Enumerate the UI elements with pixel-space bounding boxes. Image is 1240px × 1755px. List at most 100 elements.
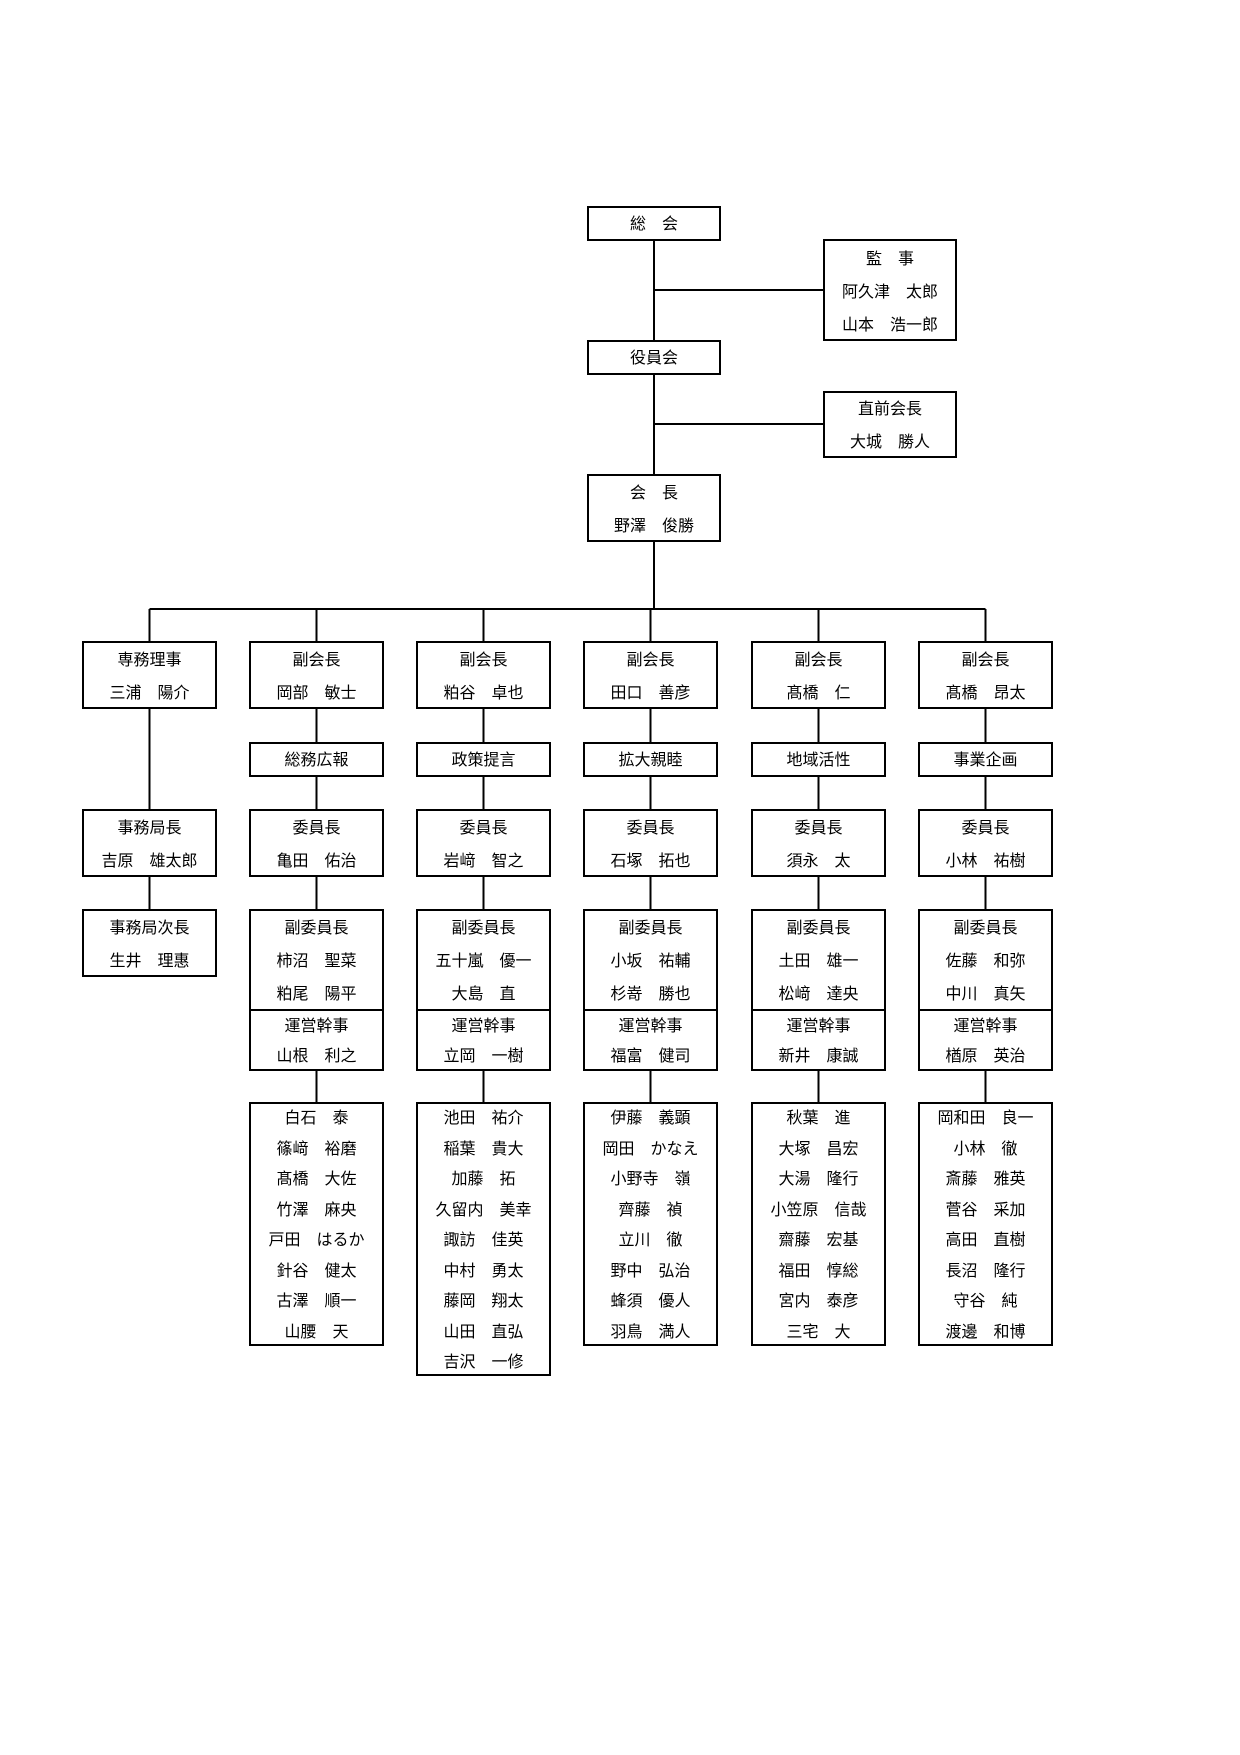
chair-title: 委員長 [292,818,341,837]
chair-box: 委員長 岩﨑 智之 [416,809,551,877]
vice-president-title: 副会長 [459,650,508,669]
manager-name: 新井 康誠 [778,1046,859,1065]
committee-name: 拡大親睦 [618,750,683,769]
member-name: 小林 徹 [953,1138,1018,1158]
vice-chair-box: 副委員長 五十嵐 優一 大島 直 [416,909,551,1011]
office-deputy-name: 生井 理惠 [109,951,190,970]
vice-president-box: 副会長 髙橋 昂太 [918,641,1053,709]
member-name: 宮内 泰彦 [778,1291,859,1310]
member-name: 戸田 はるか [268,1230,365,1249]
office-chief-box: 事務局長 吉原 雄太郎 [82,809,217,877]
vice-chair-name: 粕尾 陽平 [276,984,357,1003]
manager-title: 運営幹事 [451,1016,516,1035]
vice-president-title: 副会長 [961,650,1010,669]
chair-box: 委員長 小林 祐樹 [918,809,1053,877]
manager-name: 山根 利之 [276,1046,357,1065]
vice-chair-box: 副委員長 土田 雄一 松﨑 達央 [751,909,886,1011]
member-name: 秋葉 進 [786,1108,851,1127]
vice-chair-name: 小坂 祐輔 [610,951,691,970]
committee-box: 拡大親睦 [583,742,718,777]
office-deputy-title: 事務局次長 [109,918,190,937]
auditor-title: 監 事 [865,249,914,268]
general-assembly-box: 総 会 [587,206,721,241]
manager-title: 運営幹事 [786,1016,851,1035]
member-name: 藤岡 翔太 [443,1291,524,1310]
vice-president-name: 粕谷 卓也 [443,683,524,702]
vice-president-title: 副会長 [626,650,675,669]
executive-director-name: 三浦 陽介 [109,683,190,702]
chair-box: 委員長 石塚 拓也 [583,809,718,877]
vice-chair-name: 中川 真矢 [945,984,1026,1003]
chair-name: 小林 祐樹 [945,851,1026,870]
chair-name: 亀田 佑治 [276,851,357,870]
committee-name: 政策提言 [451,750,516,769]
member-name: 竹澤 麻央 [276,1199,357,1219]
vice-chair-box: 副委員長 柿沼 聖菜 粕尾 陽平 [249,909,384,1011]
members-box: 秋葉 進 大塚 昌宏 大湯 隆行 小笠原 信哉 齋藤 宏基 福田 惇総 宮内 泰… [751,1102,886,1346]
member-name: 齋藤 宏基 [778,1230,859,1249]
vice-president-box: 副会長 髙橋 仁 [751,641,886,709]
member-name: 菅谷 采加 [945,1199,1026,1219]
manager-name: 楢原 英治 [945,1046,1026,1065]
vice-president-title: 副会長 [794,650,843,669]
past-president-title: 直前会長 [857,399,922,418]
member-name: 立川 徹 [618,1230,683,1249]
office-deputy-box: 事務局次長 生井 理惠 [82,909,217,977]
executive-director-box: 専務理事 三浦 陽介 [82,641,217,709]
committee-box: 総務広報 [249,742,384,777]
member-name: 長沼 隆行 [945,1260,1026,1280]
vice-chair-title: 副委員長 [618,918,683,937]
manager-box: 運営幹事 新井 康誠 [751,1009,886,1071]
member-name: 諏訪 佳英 [443,1230,524,1249]
member-name: 高田 直樹 [945,1230,1026,1249]
auditor-name: 阿久津 太郎 [841,282,938,301]
vice-president-box: 副会長 岡部 敏士 [249,641,384,709]
member-name: 山田 直弘 [443,1321,524,1341]
board-box: 役員会 [587,340,721,375]
manager-box: 運営幹事 立岡 一樹 [416,1009,551,1071]
vice-president-name: 田口 善彦 [610,683,691,702]
vice-president-title: 副会長 [292,650,341,669]
members-box: 伊藤 義顕 岡田 かなえ 小野寺 嶺 齊藤 禎 立川 徹 野中 弘治 蜂須 優人… [583,1102,718,1346]
past-president-box: 直前会長 大城 勝人 [823,391,957,458]
member-name: 古澤 順一 [276,1291,357,1310]
vice-chair-title: 副委員長 [953,918,1018,937]
chair-box: 委員長 須永 太 [751,809,886,877]
manager-name: 福富 健司 [610,1046,691,1065]
chair-name: 須永 太 [786,851,851,870]
members-box: 白石 泰 篠﨑 裕磨 髙橋 大佐 竹澤 麻央 戸田 はるか 針谷 健太 古澤 順… [249,1102,384,1346]
auditor-name: 山本 浩一郎 [841,315,938,334]
member-name: 大湯 隆行 [778,1169,859,1188]
office-chief-name: 吉原 雄太郎 [101,851,198,870]
member-name: 白石 泰 [284,1108,349,1127]
vice-chair-name: 佐藤 和弥 [945,951,1026,970]
manager-box: 運営幹事 楢原 英治 [918,1009,1053,1071]
member-name: 伊藤 義顕 [610,1108,691,1127]
committee-box: 事業企画 [918,742,1053,777]
board-label: 役員会 [629,348,678,367]
member-name: 山腰 天 [284,1321,349,1341]
member-name: 羽鳥 満人 [610,1321,691,1341]
member-name: 三宅 大 [786,1321,851,1341]
members-box: 岡和田 良一 小林 徹 斎藤 雅英 菅谷 采加 高田 直樹 長沼 隆行 守谷 純… [918,1102,1053,1346]
vice-president-name: 髙橋 仁 [786,683,851,702]
vice-chair-name: 五十嵐 優一 [435,951,532,970]
past-president-name: 大城 勝人 [849,432,930,451]
member-name: 稲葉 貴大 [443,1138,524,1158]
vice-chair-name: 土田 雄一 [778,951,859,970]
vice-president-name: 岡部 敏士 [276,683,357,702]
manager-title: 運営幹事 [618,1016,683,1035]
president-box: 会 長 野澤 俊勝 [587,474,721,542]
president-name: 野澤 俊勝 [613,516,694,535]
committee-box: 政策提言 [416,742,551,777]
chair-title: 委員長 [626,818,675,837]
chair-name: 石塚 拓也 [610,851,691,870]
member-name: 吉沢 一修 [443,1352,524,1371]
vice-chair-name: 柿沼 聖菜 [276,951,357,970]
member-name: 渡邊 和博 [945,1321,1026,1341]
office-chief-title: 事務局長 [117,818,182,837]
member-name: 大塚 昌宏 [778,1138,859,1158]
member-name: 髙橋 大佐 [276,1169,357,1188]
member-name: 岡田 かなえ [602,1138,699,1158]
chair-title: 委員長 [794,818,843,837]
